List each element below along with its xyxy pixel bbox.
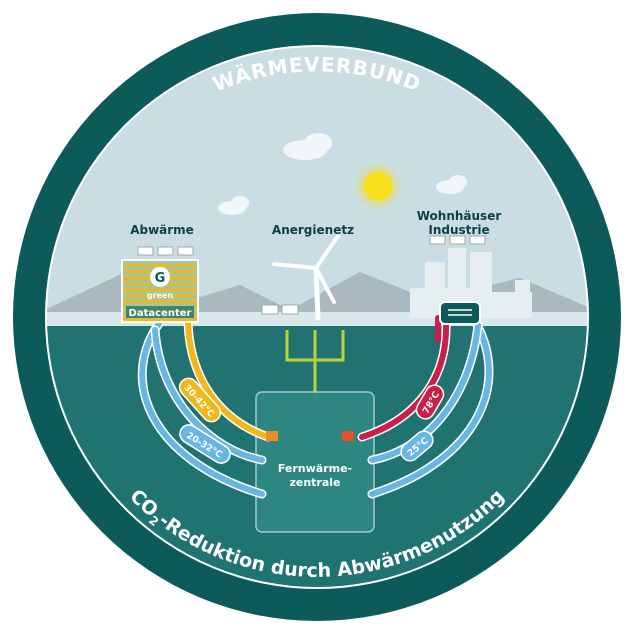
wind-turbine-icon bbox=[272, 234, 340, 321]
label-consumers-line2: Industrie bbox=[428, 223, 489, 237]
valve-right bbox=[342, 431, 354, 441]
label-consumers-line1: Wohnhäuser bbox=[417, 209, 502, 223]
return-pipes bbox=[137, 313, 494, 499]
solar-panels-left bbox=[137, 246, 194, 256]
temp-badge-consumer-supply: 78°C bbox=[415, 384, 445, 420]
datacenter-logo-icon: G bbox=[155, 271, 166, 286]
datacenter-logo-word: green bbox=[147, 291, 174, 300]
label-anergy-grid: Anergienetz bbox=[272, 223, 354, 237]
solar-panels-right bbox=[429, 235, 486, 245]
city-buildings bbox=[410, 248, 532, 318]
label-waste-heat: Abwärme bbox=[130, 223, 194, 237]
datacenter-name: Datacenter bbox=[129, 308, 192, 319]
sun-icon bbox=[363, 171, 393, 201]
central-label-line1: Fernwärme- bbox=[278, 462, 352, 475]
valve-left bbox=[266, 431, 278, 441]
heat-exchanger-icon bbox=[439, 301, 481, 325]
datacenter-building: G green Datacenter bbox=[121, 259, 199, 323]
cloud-icon bbox=[218, 133, 467, 215]
central-label-line2: zentrale bbox=[289, 476, 340, 489]
solar-panels-mid bbox=[261, 304, 299, 315]
